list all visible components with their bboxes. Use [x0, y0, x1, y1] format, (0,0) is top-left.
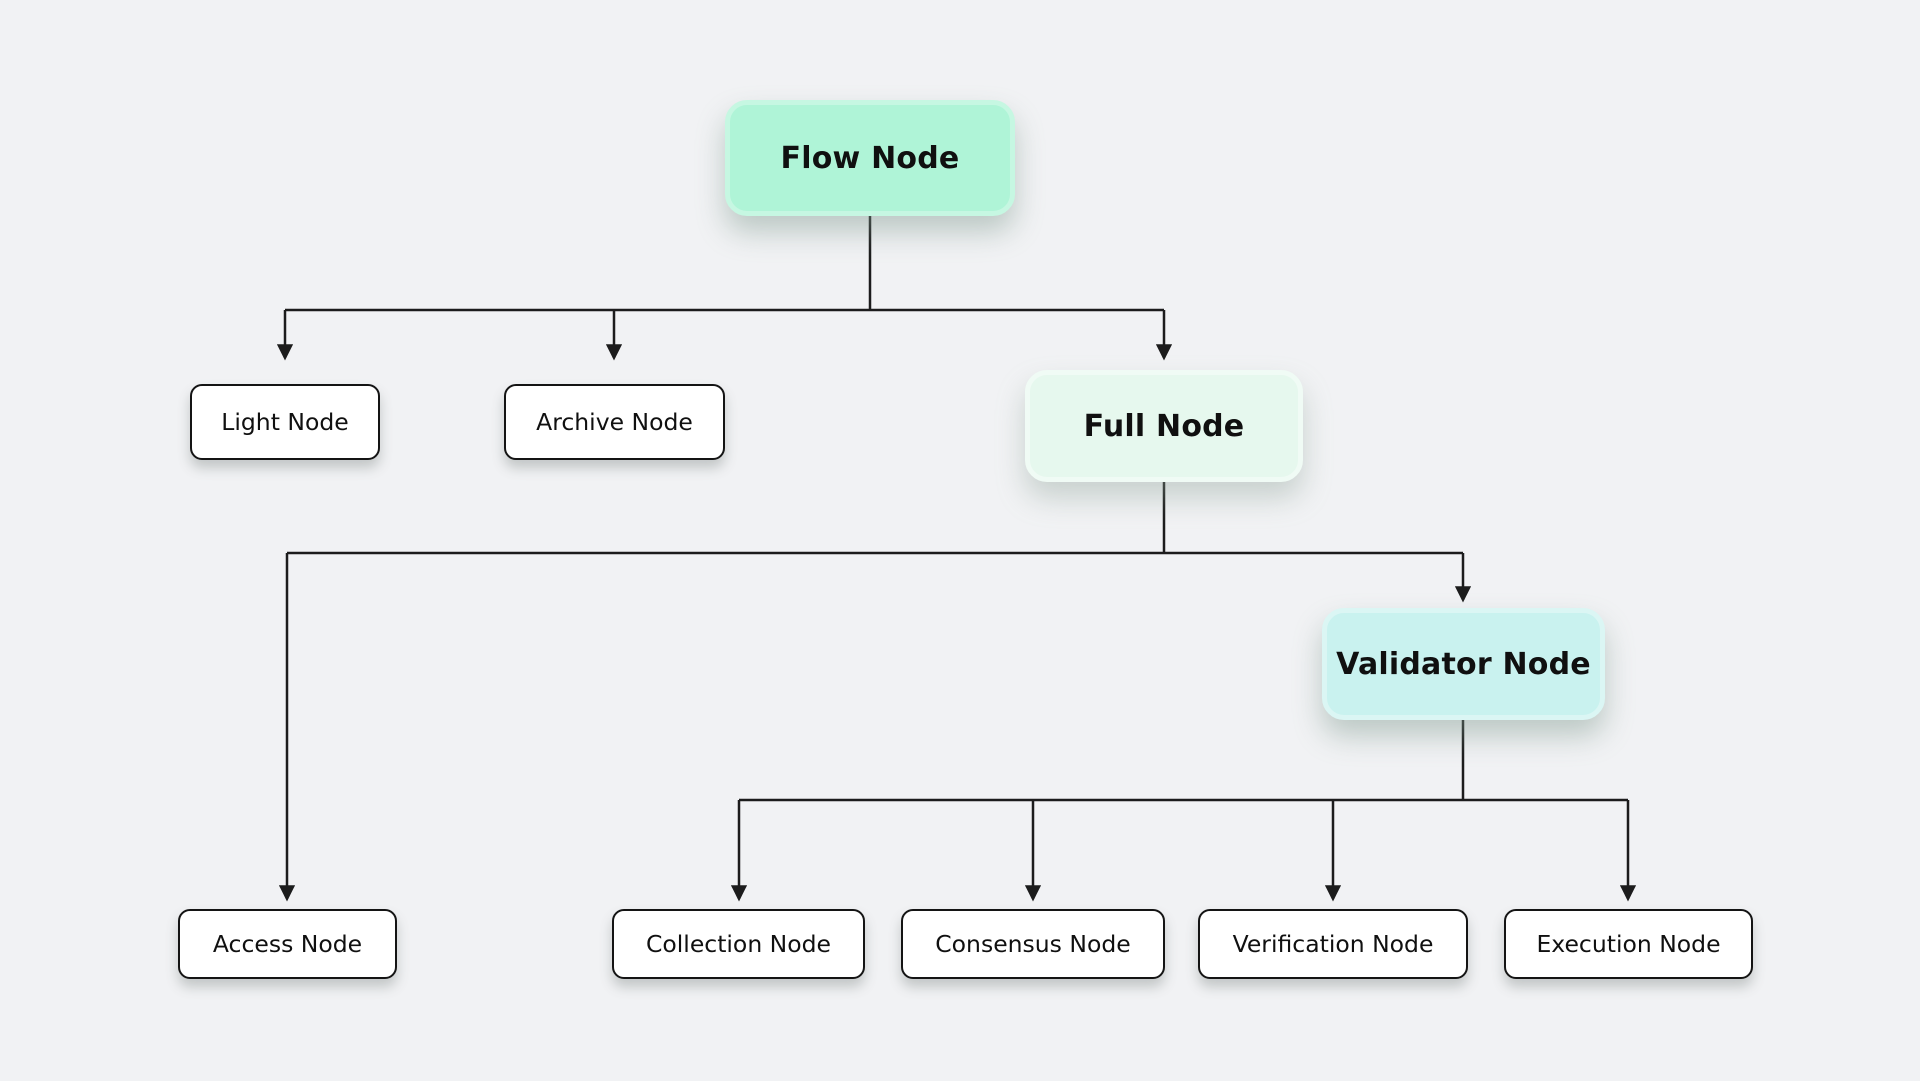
node-verification-node: Verification Node — [1198, 909, 1468, 979]
node-access-node-label: Access Node — [212, 930, 363, 958]
node-collection-node: Collection Node — [612, 909, 865, 979]
node-validator-node: Validator Node — [1322, 608, 1605, 720]
node-archive-node: Archive Node — [504, 384, 725, 460]
node-execution-node: Execution Node — [1504, 909, 1753, 979]
node-flow-node: Flow Node — [725, 100, 1015, 216]
node-archive-node-label: Archive Node — [536, 408, 693, 436]
node-consensus-node-label: Consensus Node — [935, 930, 1131, 958]
node-collection-node-label: Collection Node — [645, 930, 832, 958]
node-verification-node-label: Verification Node — [1232, 930, 1434, 958]
node-light-node-label: Light Node — [221, 408, 349, 436]
node-full-node: Full Node — [1025, 370, 1303, 482]
node-access-node: Access Node — [178, 909, 397, 979]
node-execution-node-label: Execution Node — [1536, 930, 1721, 958]
node-validator-node-label: Validator Node — [1336, 646, 1591, 682]
node-flow-node-label: Flow Node — [780, 140, 960, 176]
node-full-node-label: Full Node — [1083, 408, 1245, 444]
node-consensus-node: Consensus Node — [901, 909, 1165, 979]
node-light-node: Light Node — [190, 384, 380, 460]
